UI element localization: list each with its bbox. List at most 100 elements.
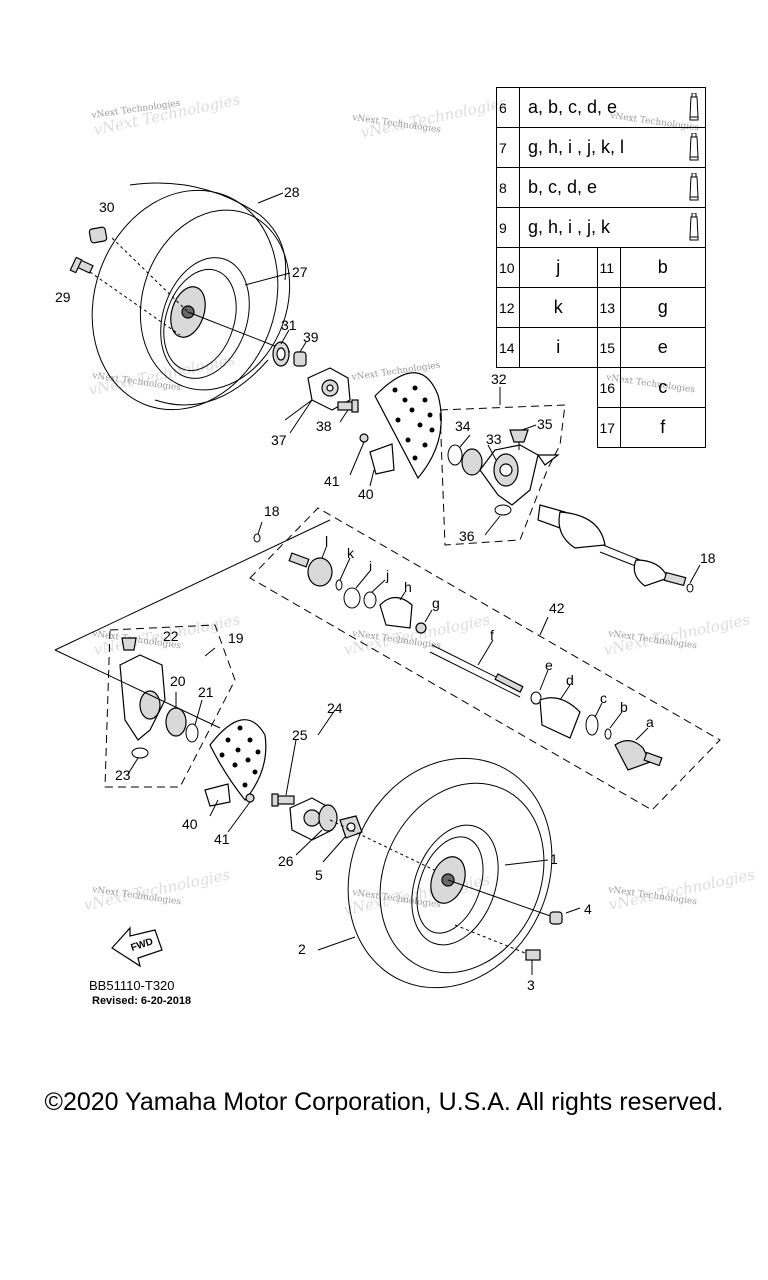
letter-label-c: c (600, 690, 607, 706)
leader-dotted (454, 924, 531, 956)
legend-letters-text: a, b, c, d, e (528, 97, 618, 117)
letter-label-e: e (545, 657, 553, 673)
legend-letters: g, h, i , j, k (519, 207, 706, 248)
legend-letters-text: g, h, i , j, k (528, 217, 611, 237)
letter-label-a: a (646, 714, 654, 730)
leader-lines (127, 192, 701, 975)
legend-row: 14 i 15 e (496, 327, 707, 368)
lower-rim (411, 824, 499, 946)
fwd-arrow: FWD (111, 926, 163, 968)
grease-tube-icon (689, 213, 699, 241)
upper-brake-disc (369, 372, 442, 480)
letter-label-k: k (347, 545, 355, 561)
legend-num: 16 (596, 367, 621, 408)
part-label-5: 5 (315, 867, 323, 883)
part-3-stud (525, 949, 541, 961)
part-label-36: 36 (459, 528, 475, 544)
legend-row: 17 f (497, 407, 707, 448)
legend-num: 10 (496, 247, 520, 288)
group-42-box (249, 507, 721, 811)
part-label-21: 21 (198, 684, 214, 700)
copyright-notice: ©2020 Yamaha Motor Corporation, U.S.A. A… (44, 1088, 724, 1116)
part-41-screw (359, 433, 369, 443)
legend-letters-text: b, c, d, e (528, 177, 598, 197)
part-label-22: 22 (163, 628, 179, 644)
legend-row: 7 g, h, i , j, k, l (496, 127, 706, 168)
part-label-38: 38 (316, 418, 332, 434)
legend-num: 8 (496, 167, 520, 208)
part-label-2: 2 (298, 941, 306, 957)
part-38-bolt (337, 399, 359, 413)
lower-tire (347, 757, 553, 989)
part-label-18: 18 (264, 503, 280, 519)
letter-label-b: b (620, 699, 628, 715)
legend-value: b (619, 247, 707, 288)
leader-dotted (111, 237, 189, 313)
legend-row: 12 k 13 g (496, 287, 707, 328)
legend-value: c (619, 367, 707, 408)
legend-value: e (619, 327, 707, 368)
part-label-25: 25 (292, 727, 308, 743)
exploded-axle-parts (288, 552, 663, 771)
part-30-nut (88, 226, 108, 244)
part-label-39: 39 (303, 329, 319, 345)
letter-label-f: f (490, 627, 494, 643)
part-18-clip (253, 533, 261, 543)
part-label-30: 30 (99, 199, 115, 215)
part-label-40: 40 (182, 816, 198, 832)
legend-value: i (519, 327, 598, 368)
legend-letters: g, h, i , j, k, l (519, 127, 706, 168)
revised-date: Revised: 6-20-2018 (92, 995, 191, 1007)
part-label-19: 19 (228, 630, 244, 646)
grease-tube-icon (689, 93, 699, 121)
part-label-27: 27 (292, 264, 308, 280)
legend-num: 17 (596, 407, 621, 448)
part-label-28: 28 (284, 184, 300, 200)
legend-row: 16 c (497, 367, 707, 408)
lower-knuckle (119, 637, 199, 759)
part-labels: 1 2 3 4 5 18 18 19 20 21 22 23 24 25 26 … (55, 184, 716, 993)
letter-label-g: g (432, 595, 440, 611)
legend-num: 7 (496, 127, 520, 168)
grease-tube-icon (689, 133, 699, 161)
group-32-knuckle (439, 404, 566, 546)
legend-num: 13 (596, 287, 621, 328)
lower-brake-disc (204, 719, 267, 807)
letter-label-i: i (369, 558, 372, 574)
part-label-41: 41 (214, 831, 230, 847)
legend-num: 6 (496, 87, 520, 128)
legend-num: 14 (496, 327, 520, 368)
part-label-26: 26 (278, 853, 294, 869)
part-label-32: 32 (491, 371, 507, 387)
legend-letters: a, b, c, d, e (519, 87, 706, 128)
legend-letters-text: g, h, i , j, k, l (528, 137, 625, 157)
leader (54, 649, 221, 729)
upper-cv-axle (537, 504, 694, 593)
part-37-hub (307, 367, 351, 411)
part-label-40: 40 (358, 486, 374, 502)
legend-row: 6 a, b, c, d, e (496, 87, 706, 128)
part-label-4: 4 (584, 901, 592, 917)
legend-value: f (619, 407, 707, 448)
part-label-20: 20 (170, 673, 186, 689)
axle-line (187, 311, 291, 353)
part-label-18: 18 (700, 550, 716, 566)
leader (54, 519, 331, 651)
part-label-42: 42 (549, 600, 565, 616)
leader (447, 879, 557, 919)
letter-label-l: l (325, 533, 328, 549)
part-label-37: 37 (271, 432, 287, 448)
part-39-nut (293, 351, 307, 367)
part-label-23: 23 (115, 767, 131, 783)
legend-value: k (519, 287, 598, 328)
legend-row: 9 g, h, i , j, k (496, 207, 706, 248)
legend-num: 15 (596, 327, 621, 368)
legend-num: 9 (496, 207, 520, 248)
part-31-seal (272, 341, 290, 367)
upper-tire (91, 182, 291, 411)
letter-labels: a b c d e f g h i j k l (325, 533, 654, 730)
part-label-29: 29 (55, 289, 71, 305)
part-29-stud (69, 256, 94, 274)
grease-tube-icon (689, 173, 699, 201)
